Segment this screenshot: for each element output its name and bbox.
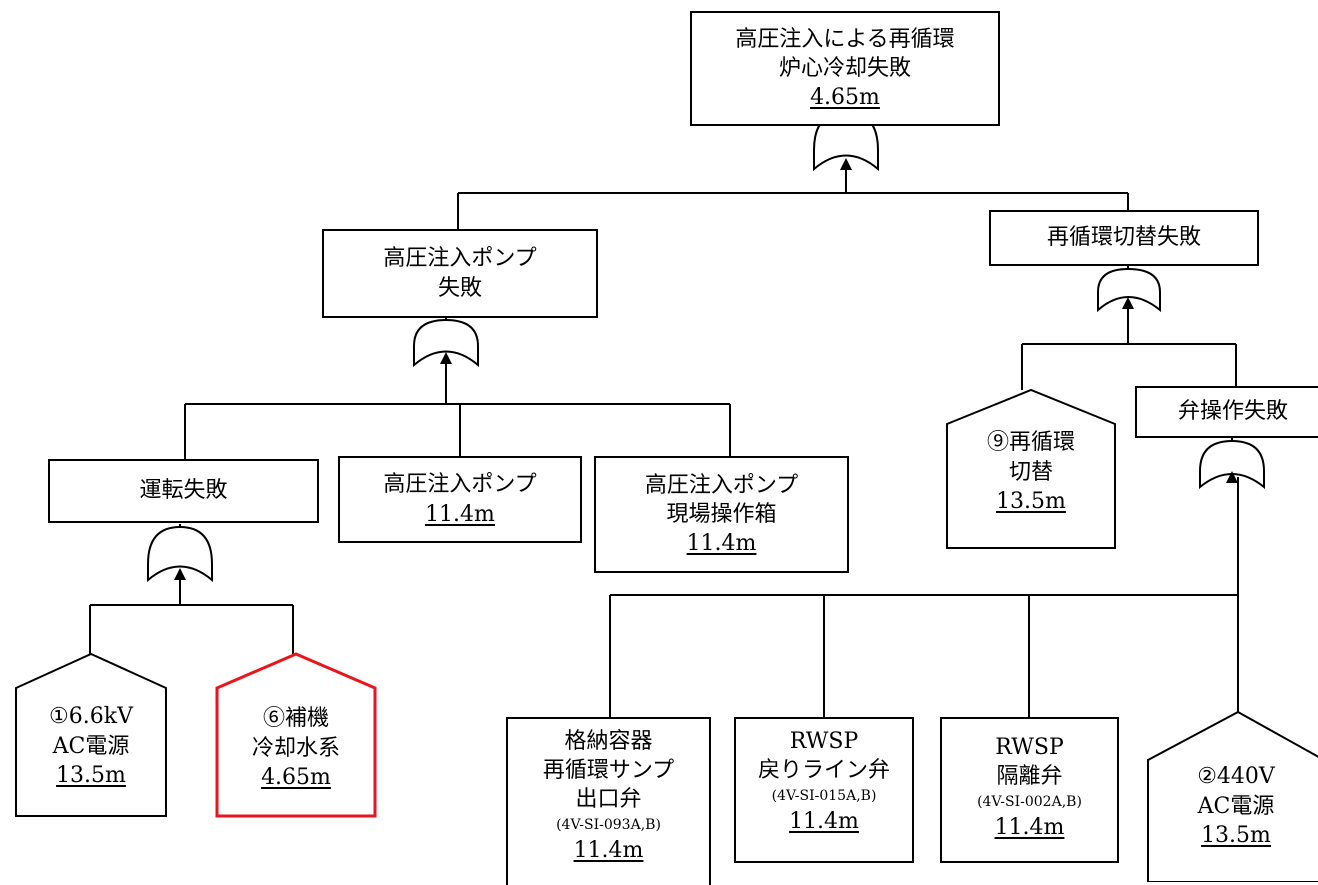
or-gate-hp-pump (413, 318, 479, 368)
rwsp-return-code: (4V-SI-015A,B) (771, 788, 877, 805)
ccw-line2: 冷却水系 (251, 735, 340, 761)
hp-pump-failure-line1: 高圧注入ポンプ (383, 246, 537, 272)
valve-op-failure-box: 弁操作失敗 (1135, 386, 1318, 438)
arrow-hp (440, 352, 452, 364)
hp-pump-local-value: 11.4m (686, 531, 757, 557)
ccw-value: 4.65m (261, 765, 331, 791)
top-event-line2: 炉心冷却失敗 (778, 55, 911, 81)
arrow-op (174, 568, 186, 580)
house-shape (1147, 710, 1318, 882)
operation-failure-label: 運転失敗 (139, 478, 228, 504)
rwsp-return-line2: 戻りライン弁 (757, 758, 890, 784)
hp-pump-local-line1: 高圧注入ポンプ (644, 472, 799, 498)
ac-6-6kv-line2: AC電源 (52, 733, 130, 759)
rwsp-return-valve-box: RWSP 戻りライン弁 (4V-SI-015A,B) 11.4m (734, 717, 914, 863)
house-shape-highlighted (215, 652, 377, 818)
rwsp-isolation-value: 11.4m (994, 815, 1065, 841)
ac-440v-house: ②440V AC電源 13.5m (1146, 710, 1318, 882)
or-gate-operation (147, 525, 213, 583)
recirc-switch-line2: 切替 (1008, 459, 1053, 485)
top-event-line1: 高圧注入による再循環 (735, 26, 955, 52)
hp-pump-value: 11.4m (425, 501, 495, 527)
rwsp-return-line1: RWSP (789, 729, 859, 754)
arrow-valve (1226, 471, 1238, 483)
house-shape (946, 388, 1116, 549)
hp-pump-local-box: 高圧注入ポンプ 現場操作箱 11.4m (594, 456, 849, 573)
sump-outlet-valve-box: 格納容器 再循環サンプ 出口弁 (4V-SI-093A,B) 11.4m (506, 717, 711, 885)
recirc-switch-failure-box: 再循環切替失敗 (989, 210, 1259, 266)
arrow-top (840, 158, 852, 170)
rwsp-isolation-line1: RWSP (995, 735, 1064, 760)
sump-valve-line1: 格納容器 (564, 729, 653, 754)
rwsp-isolation-valve-box: RWSP 隔離弁 (4V-SI-002A,B) 11.4m (940, 717, 1119, 863)
recirc-switch-failure-label: 再循環切替失敗 (1046, 225, 1201, 251)
sump-valve-line2: 再循環サンプ (542, 758, 675, 784)
arrow-recirc (1122, 297, 1134, 309)
ac-6-6kv-house: ①6.6kV AC電源 13.5m (14, 652, 168, 818)
ac-440v-line1: ②440V (1197, 764, 1275, 789)
recirc-switch-value: 13.5m (996, 489, 1066, 515)
top-event-box: 高圧注入による再循環 炉心冷却失敗 4.65m (690, 11, 1000, 126)
rwsp-return-value: 11.4m (789, 809, 859, 835)
sump-valve-line3: 出口弁 (575, 787, 642, 813)
hp-pump-label: 高圧注入ポンプ (383, 472, 537, 498)
ac-440v-value: 13.5m (1201, 823, 1271, 849)
rwsp-isolation-line2: 隔離弁 (996, 764, 1063, 790)
hp-pump-local-line2: 現場操作箱 (666, 501, 777, 527)
valve-op-failure-label: 弁操作失敗 (1177, 399, 1288, 425)
ccw-system-house: ⑥補機 冷却水系 4.65m (215, 652, 377, 818)
ac-440v-line2: AC電源 (1197, 793, 1275, 819)
recirc-switch-house: ⑨再循環 切替 13.5m (945, 388, 1117, 550)
sump-valve-code: (4V-SI-093A,B) (556, 817, 661, 834)
ac-6-6kv-value: 13.5m (56, 763, 126, 789)
hp-pump-failure-box: 高圧注入ポンプ 失敗 (322, 229, 598, 318)
house-shape (15, 652, 167, 817)
operation-failure-box: 運転失敗 (48, 459, 319, 523)
hp-pump-failure-line2: 失敗 (437, 275, 482, 301)
ccw-line1: ⑥補機 (262, 706, 329, 731)
sump-valve-value: 11.4m (573, 838, 644, 864)
or-gate-recirc (1097, 267, 1161, 313)
rwsp-isolation-code: (4V-SI-002A,B) (977, 794, 1082, 811)
hp-pump-box: 高圧注入ポンプ 11.4m (338, 456, 582, 543)
ac-6-6kv-line1: ①6.6kV (49, 704, 133, 729)
top-event-value: 4.65m (810, 85, 880, 111)
recirc-switch-line1: ⑨再循環 (986, 430, 1075, 455)
